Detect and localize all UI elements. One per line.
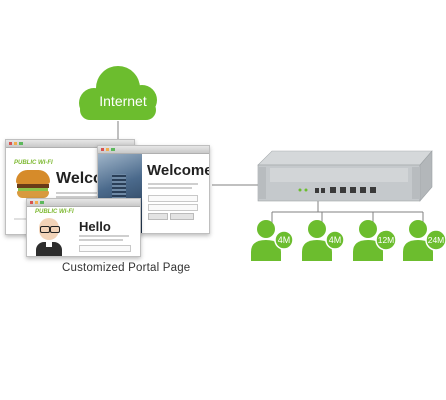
internet-label: Internet [99, 93, 147, 109]
user-icon-1 [251, 220, 281, 261]
child-photo [33, 216, 65, 256]
bandwidth-badge-3 [375, 229, 397, 251]
user-icon-4 [403, 220, 433, 261]
portal-window-front: PUBLIC WI-FI Hello [26, 198, 141, 257]
portal-brand: PUBLIC WI-FI [14, 160, 53, 166]
user-icon-3 [353, 220, 383, 261]
bandwidth-label: 4M [329, 235, 342, 245]
burger-image [16, 170, 50, 200]
bandwidth-label: 12M [378, 235, 395, 245]
portal-brand: PUBLIC WI-FI [35, 209, 74, 215]
bandwidth-badge-1 [274, 230, 294, 250]
portal-heading: Welcome [147, 162, 210, 179]
bandwidth-label: 4M [278, 235, 291, 245]
user-icon-2 [302, 220, 332, 261]
bandwidth-label: 24M [428, 235, 445, 245]
gateway-device [257, 150, 433, 202]
portal-caption: Customized Portal Page [62, 262, 191, 274]
bandwidth-badge-4 [425, 229, 446, 251]
bandwidth-badge-2 [325, 230, 345, 250]
portal-heading: Hello [79, 219, 111, 234]
internet-cloud-icon [79, 66, 157, 120]
